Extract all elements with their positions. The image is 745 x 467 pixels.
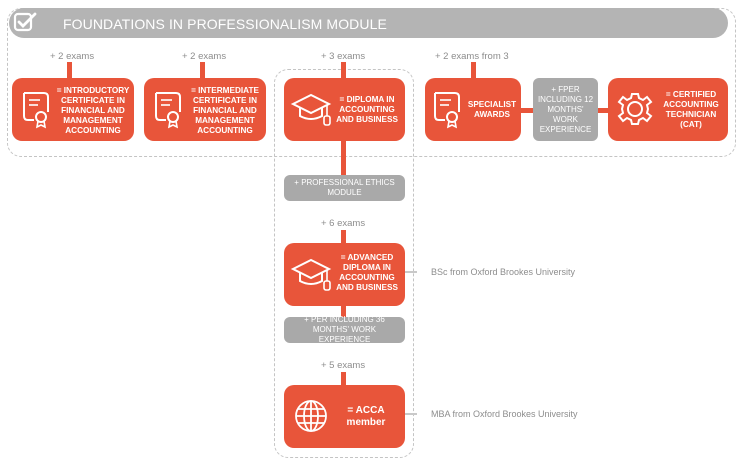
connector	[341, 230, 346, 244]
diploma-label: = DIPLOMA IN ACCOUNTING AND BUSINESS	[336, 95, 398, 124]
checkbox-icon	[13, 12, 37, 32]
connector	[403, 413, 417, 415]
graduation-cap-icon	[290, 93, 332, 126]
certificate-icon	[155, 92, 181, 129]
advanced-diploma-label: = ADVANCED DIPLOMA IN ACCOUNTING AND BUS…	[336, 253, 398, 292]
connector	[403, 271, 417, 273]
cat-box: = CERTIFIED ACCOUNTING TECHNICIAN (CAT)	[608, 78, 728, 141]
connector	[597, 108, 609, 113]
specialist-awards-label: SPECIALIST AWARDS	[467, 100, 517, 119]
page-title: FOUNDATIONS IN PROFESSIONALISM MODULE	[63, 16, 387, 32]
ethics-module-box: + PROFESSIONAL ETHICS MODULE	[284, 175, 405, 201]
graduation-cap-icon	[290, 258, 332, 291]
gear-icon	[617, 93, 653, 125]
exam-label-intro: + 2 exams	[50, 51, 95, 62]
bsc-label: BSc from Oxford Brookes University	[431, 267, 576, 277]
advanced-diploma-box: = ADVANCED DIPLOMA IN ACCOUNTING AND BUS…	[284, 243, 405, 306]
certificate-icon	[434, 92, 460, 129]
connector	[341, 62, 346, 78]
cat-label: = CERTIFIED ACCOUNTING TECHNICIAN (CAT)	[663, 90, 719, 129]
connector	[341, 304, 346, 318]
fper-box: + FPER INCLUDING 12 MONTHS' WORK EXPERIE…	[533, 78, 598, 141]
diploma-box: = DIPLOMA IN ACCOUNTING AND BUSINESS	[284, 78, 405, 141]
exam-label-acca: + 5 exams	[321, 360, 366, 371]
connector	[341, 140, 346, 175]
per-box: + PER INCLUDING 36 MONTHS' WORK EXPERIEN…	[284, 315, 405, 344]
exam-label-advanced: + 6 exams	[321, 218, 366, 229]
intermediate-certificate-box: = INTERMEDIATE CERTIFICATE IN FINANCIAL …	[144, 78, 266, 141]
intermediate-certificate-label: = INTERMEDIATE CERTIFICATE IN FINANCIAL …	[191, 86, 259, 135]
connector	[341, 372, 346, 386]
introductory-certificate-box: = INTRODUCTORY CERTIFICATE IN FINANCIAL …	[12, 78, 134, 141]
connector	[518, 108, 534, 113]
mba-label: MBA from Oxford Brookes University	[431, 409, 578, 419]
foundations-header: FOUNDATIONS IN PROFESSIONALISM MODULE	[9, 8, 728, 38]
introductory-certificate-label: = INTRODUCTORY CERTIFICATE IN FINANCIAL …	[56, 86, 130, 135]
connector	[67, 62, 72, 78]
connector	[471, 62, 476, 78]
acca-member-box: = ACCA member	[284, 385, 405, 448]
globe-icon	[295, 400, 327, 432]
exam-label-intermediate: + 2 exams	[182, 51, 227, 62]
exam-label-specialist: + 2 exams from 3	[435, 51, 509, 62]
acca-member-label: = ACCA member	[346, 405, 386, 428]
connector	[200, 62, 205, 78]
certificate-icon	[23, 92, 49, 129]
specialist-awards-box: SPECIALIST AWARDS	[425, 78, 521, 141]
exam-label-diploma: + 3 exams	[321, 51, 366, 62]
